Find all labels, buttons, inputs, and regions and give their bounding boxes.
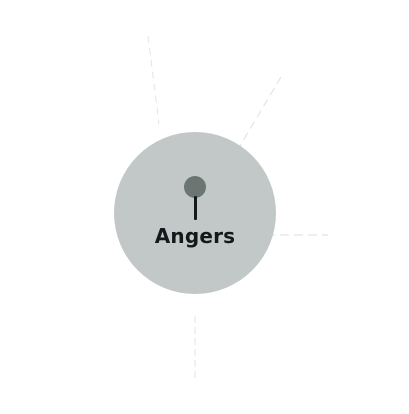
pin-stem (193, 196, 197, 220)
pin-head (184, 176, 206, 198)
city-label: Angers (154, 224, 236, 248)
map-pin-icon (184, 176, 206, 222)
ray-top (147, 35, 160, 125)
